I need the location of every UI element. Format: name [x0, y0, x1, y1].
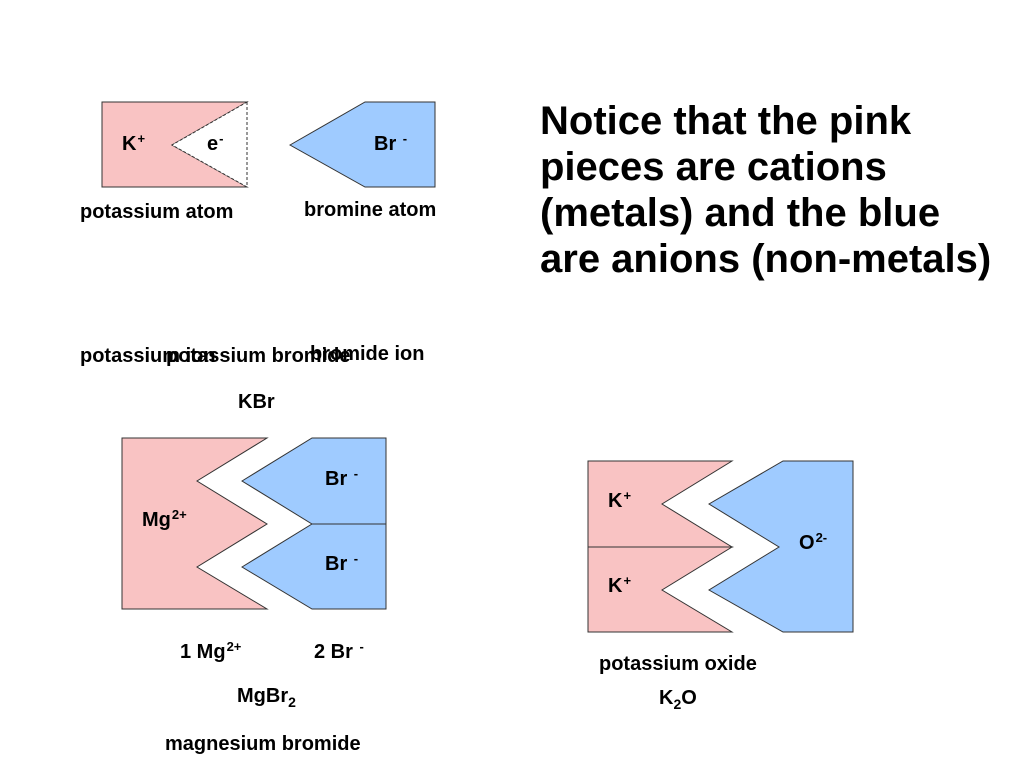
br-ion-piece-upper [241, 437, 387, 525]
bromine-atom-label: bromine atom [304, 199, 437, 221]
electron-label: e- [207, 131, 224, 155]
kbr-formula: KBr [238, 391, 275, 413]
potassium-bromide-label: potassium bromide [166, 345, 351, 367]
potassium-ion-label: potassium ion [80, 345, 216, 367]
mg-count-label: 1 Mg2+ [180, 639, 242, 663]
potassium-oxide-label: potassium oxide [599, 653, 757, 675]
mg-ion-piece [121, 437, 269, 610]
br-label-upper: Br - [325, 466, 359, 490]
k-label-upper: K+ [608, 488, 632, 512]
k2o-formula: K2O [659, 687, 697, 712]
magnesium-bromide-label: magnesium bromide [165, 733, 361, 755]
potassium-atom-label: potassium atom [80, 201, 234, 223]
notice-text: Notice that the pink pieces are cations … [540, 99, 992, 281]
br-count-label: 2 Br - [314, 639, 364, 663]
k-label-top: K+ [122, 131, 146, 155]
br-label-lower: Br - [325, 551, 359, 575]
bromide-ion-label: bromide ion [310, 343, 425, 365]
k-label-lower: K+ [608, 573, 632, 597]
electron-piece [170, 101, 248, 188]
k-ion-piece-upper [587, 460, 734, 548]
o-label: O2- [799, 530, 828, 554]
oxide-ion-piece [708, 460, 854, 633]
br-ion-piece-lower [241, 523, 387, 610]
br-label-top: Br - [374, 131, 408, 155]
bromine-atom-piece [288, 101, 436, 188]
mg-label: Mg2+ [142, 507, 187, 531]
k-ion-piece-lower [587, 546, 734, 633]
mgbr2-formula: MgBr2 [237, 685, 296, 710]
